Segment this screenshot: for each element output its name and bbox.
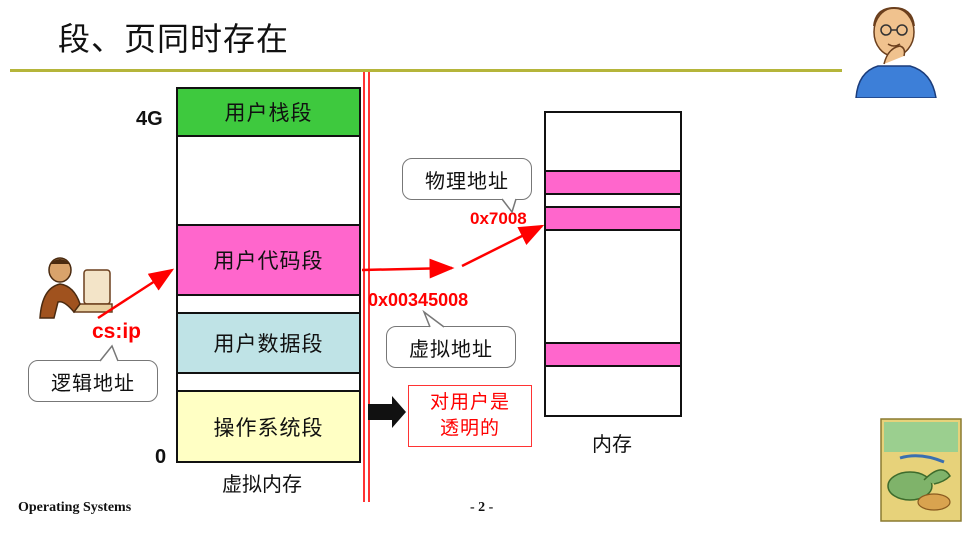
transparent-note-arrow	[368, 396, 406, 428]
physical-callout-pointer	[502, 199, 516, 212]
logical-to-code-arrow	[98, 270, 172, 318]
dinosaur-book-icon	[880, 418, 962, 522]
transparent-note-line1: 对用户是	[409, 389, 531, 415]
virtual-callout-pointer	[424, 312, 444, 327]
footer-course: Operating Systems	[18, 500, 131, 516]
transparent-note-line2: 透明的	[409, 415, 531, 441]
code-to-linear-arrow	[362, 268, 452, 270]
transparent-note: 对用户是 透明的	[408, 385, 532, 447]
physical-memory-block	[544, 342, 682, 367]
physical-memory-caption: 内存	[592, 428, 632, 457]
linear-to-physical-arrow	[462, 226, 542, 266]
physical-memory-column	[544, 111, 682, 417]
logical-callout-pointer	[100, 346, 118, 361]
physical-memory-block	[544, 170, 682, 195]
physical-memory-block	[544, 206, 682, 231]
footer-page-number: - 2 -	[470, 500, 493, 516]
